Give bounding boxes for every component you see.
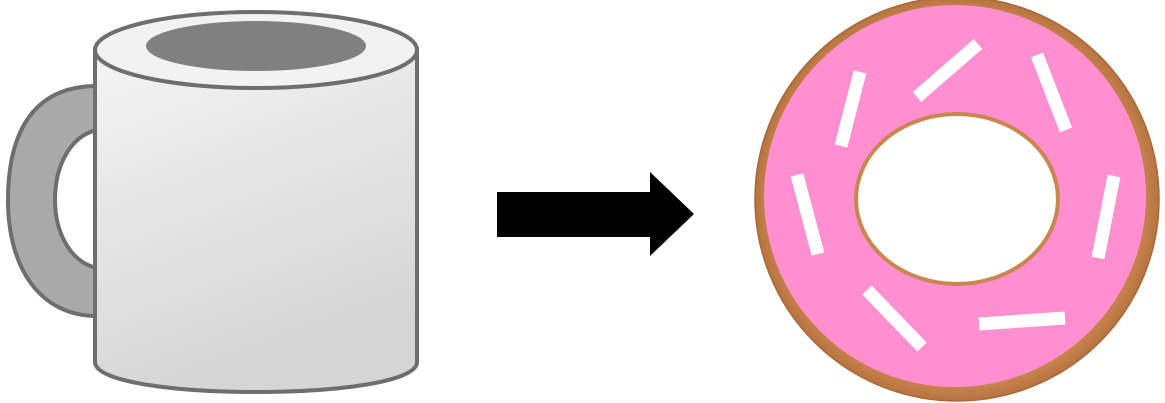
sprinkle xyxy=(790,173,825,256)
sprinkle xyxy=(978,311,1066,331)
donut-icon xyxy=(754,0,1160,402)
right-arrow-icon xyxy=(497,172,694,256)
sprinkles xyxy=(790,39,1121,352)
sprinkle xyxy=(912,39,983,102)
mug-coffee xyxy=(146,21,366,71)
donut-hole xyxy=(854,112,1060,286)
sprinkle xyxy=(1091,174,1121,260)
sprinkle xyxy=(834,70,867,148)
sprinkle xyxy=(1030,52,1073,133)
mug-handle xyxy=(6,84,99,318)
mug-body xyxy=(93,48,419,394)
sprinkle xyxy=(862,285,927,352)
coffee-mug-icon xyxy=(6,10,419,394)
